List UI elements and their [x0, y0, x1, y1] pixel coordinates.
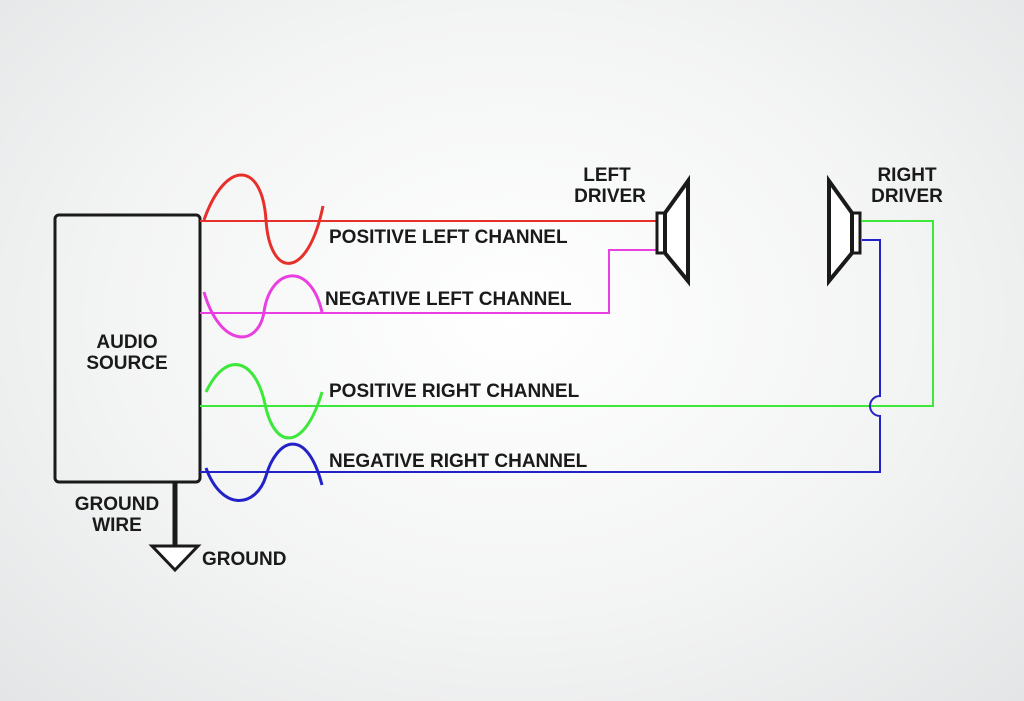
negative-left-wave	[202, 274, 324, 339]
audio-source-label-line1: AUDIO	[96, 332, 157, 353]
negative-right-wave	[204, 442, 324, 502]
audio-source-label-line2: SOURCE	[86, 353, 167, 374]
left-driver-label-line1: LEFT	[583, 165, 631, 186]
left-driver-label-line2: DRIVER	[574, 186, 646, 207]
positive-right-label: POSITIVE RIGHT CHANNEL	[329, 381, 580, 402]
ground-label: GROUND	[202, 549, 286, 570]
positive-right-wave	[204, 363, 324, 440]
right-driver-label-line1: RIGHT	[877, 165, 937, 186]
audio-source-box	[53, 213, 202, 484]
right-driver-icon	[827, 174, 862, 287]
ground-symbol	[148, 544, 202, 573]
positive-left-label: POSITIVE LEFT CHANNEL	[329, 227, 568, 248]
negative-right-label: NEGATIVE RIGHT CHANNEL	[329, 451, 588, 472]
positive-right-wire	[200, 220, 934, 407]
left-driver-icon	[655, 174, 690, 287]
negative-right-wire	[200, 239, 881, 473]
ground-wire-label-line1: GROUND	[75, 494, 159, 515]
positive-left-wave	[202, 173, 325, 265]
negative-left-label: NEGATIVE LEFT CHANNEL	[325, 289, 572, 310]
right-driver-label-line2: DRIVER	[871, 186, 943, 207]
negative-left-wire	[200, 249, 659, 314]
ground-wire-label-line2: WIRE	[92, 515, 142, 536]
